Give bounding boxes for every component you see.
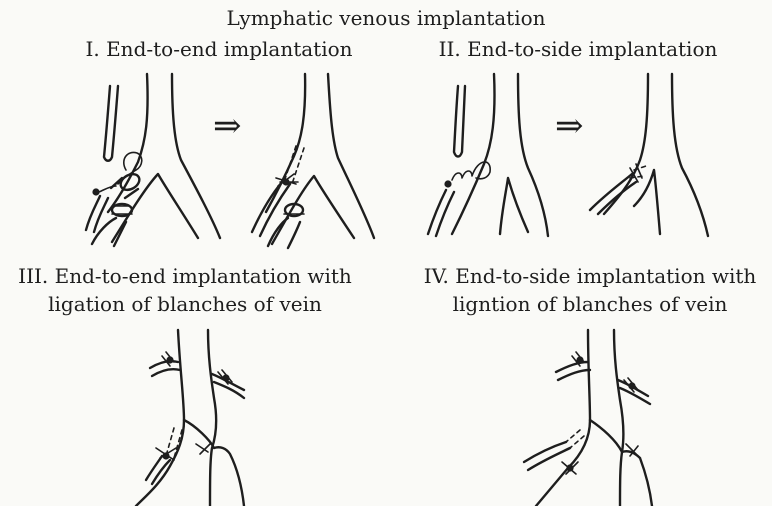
ligature-tie [626,444,638,456]
panel-2-after-illustration [590,74,708,236]
lymph-vessel-inside [566,430,584,448]
lymph-vessel [524,442,570,470]
vein-branch [556,362,590,380]
ligature-knot [283,179,289,185]
ligature-knot [445,181,451,187]
panel-3-illustration [136,330,244,506]
lymph-vessel [428,190,454,236]
vein-branch [184,420,244,506]
ligature-knot [629,383,635,389]
panel-4-illustration [524,330,652,506]
lymph-vessel [104,86,118,161]
vein [136,330,216,506]
vein-branch [150,361,180,376]
vein [266,74,374,244]
vein [452,74,548,236]
ligature-knot [163,453,169,459]
panel-2-before-illustration [428,74,548,236]
ligature-knot [577,357,583,363]
panel-1-before-illustration [86,74,220,246]
vein [604,74,708,236]
ligature-knot [167,357,173,363]
lymph-vessel [454,86,465,157]
ligature-knot [93,189,99,195]
suture-thread [99,186,116,192]
ligature-tie [196,444,210,454]
panel-1-after-illustration [252,74,374,248]
ligature-knot [567,465,573,471]
ligature-knot [223,375,229,381]
